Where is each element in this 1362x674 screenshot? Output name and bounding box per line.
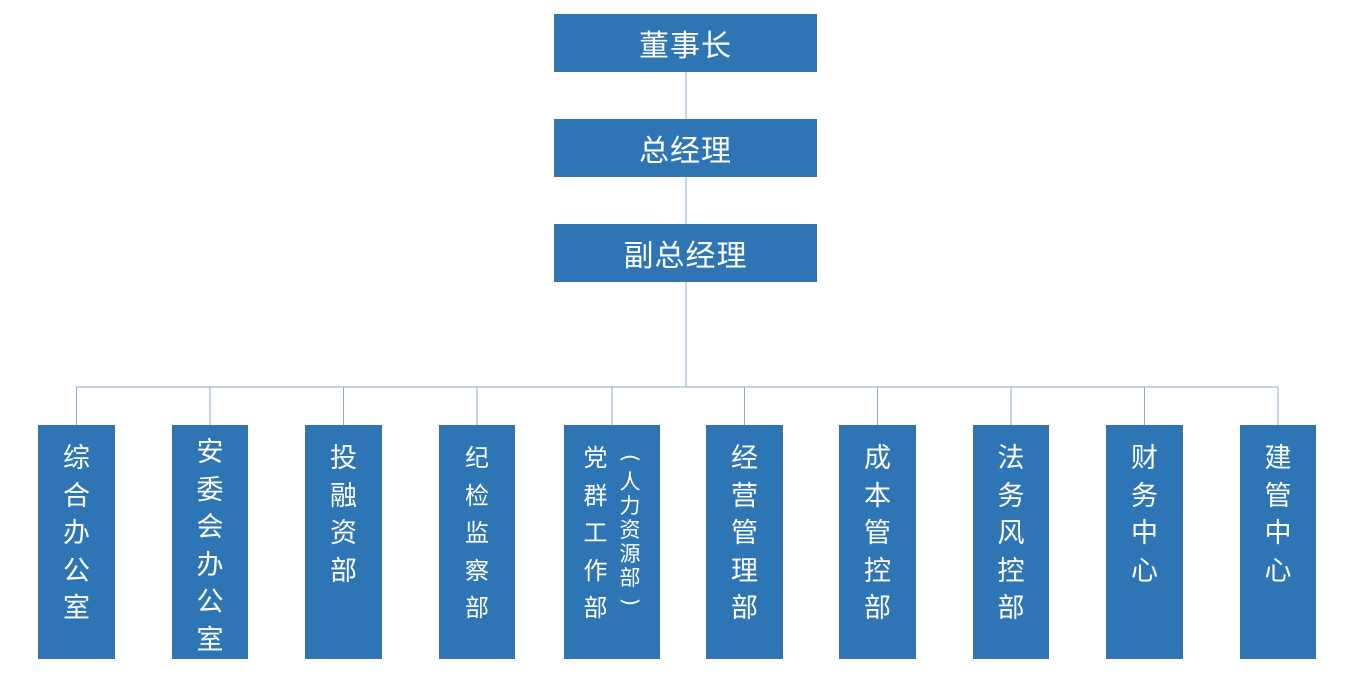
chairman-box[interactable]: 董事长: [554, 14, 817, 72]
dept-label: 经营管理部: [731, 443, 758, 624]
dept-construction-management-center[interactable]: 建管中心: [1240, 425, 1316, 659]
dept-comprehensive-office[interactable]: 综合办公室: [38, 425, 115, 659]
dept-label: 财务中心: [1131, 443, 1158, 587]
dept-sub-label-column: ( 人力资源部 ): [617, 446, 642, 658]
connector-drops: [76, 387, 1279, 425]
dept-safety-committee-office[interactable]: 安委会办公室: [172, 425, 248, 659]
dept-discipline-inspection[interactable]: 纪检监察部: [439, 425, 515, 659]
dept-label: 党群工作部: [583, 444, 608, 622]
dept-sub-label: 人力资源部: [619, 470, 641, 590]
dept-label: 成本管控部: [864, 443, 891, 624]
dept-finance-center[interactable]: 财务中心: [1106, 425, 1183, 659]
chairman-label: 董事长: [639, 29, 732, 64]
dept-label: 纪检监察部: [465, 444, 489, 622]
dept-legal-risk-control[interactable]: 法务风控部: [973, 425, 1049, 659]
dept-label: 投融资部: [330, 443, 357, 587]
dept-label: 建管中心: [1264, 443, 1292, 587]
general-manager-label: 总经理: [639, 134, 732, 169]
deputy-general-manager-label: 副总经理: [623, 239, 748, 274]
dept-party-affairs[interactable]: 党群工作部 ( 人力资源部 ): [564, 425, 660, 659]
dept-label: 安委会办公室: [196, 437, 224, 656]
deputy-general-manager-box[interactable]: 副总经理: [554, 224, 817, 282]
dept-label: 综合办公室: [63, 443, 90, 624]
open-paren: (: [617, 453, 642, 463]
dept-operations-management[interactable]: 经营管理部: [706, 425, 783, 659]
dept-cost-control[interactable]: 成本管控部: [839, 425, 916, 659]
dept-investment-financing[interactable]: 投融资部: [305, 425, 382, 659]
general-manager-box[interactable]: 总经理: [554, 119, 817, 177]
close-paren: ): [617, 597, 642, 607]
dept-label: 法务风控部: [997, 443, 1025, 624]
